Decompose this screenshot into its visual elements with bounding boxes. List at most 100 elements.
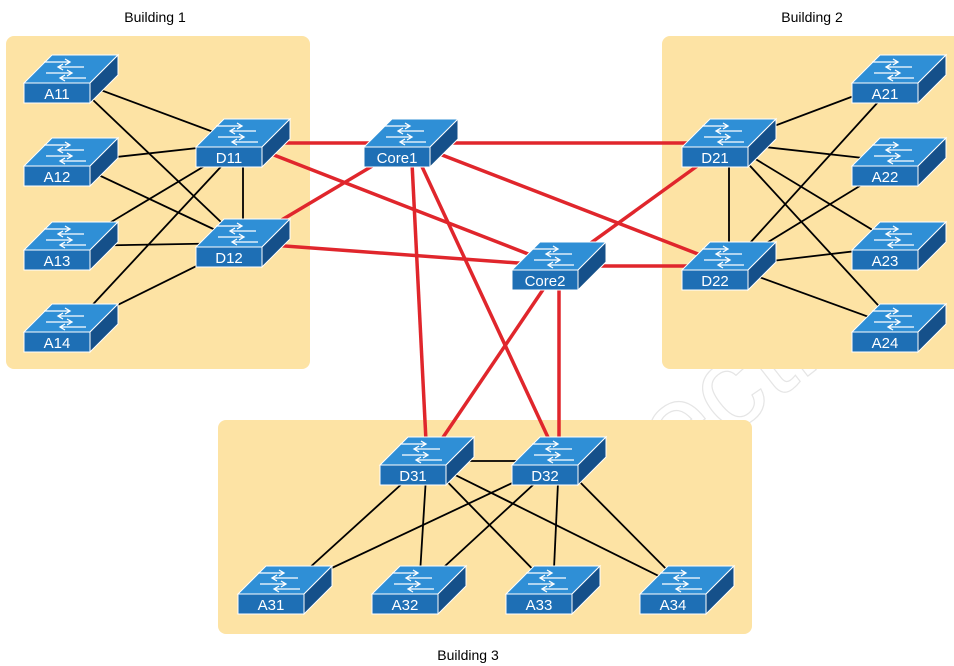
arrow-icon: [884, 146, 912, 154]
switch-a21: A21: [850, 53, 948, 105]
switch-label: A33: [526, 597, 553, 614]
link-d32-core1: [409, 142, 561, 462]
link-a11-d12: [70, 78, 244, 244]
arrow-icon: [874, 318, 902, 326]
arrow-icon: [216, 122, 244, 130]
switch-label: A24: [872, 335, 899, 352]
arrow-icon: [394, 580, 422, 588]
switch-front-face: [237, 593, 305, 615]
arrow-icon: [886, 74, 914, 82]
arrow-icon: [258, 569, 286, 577]
arrow-icon: [412, 445, 440, 453]
arrow-icon: [46, 152, 74, 160]
arrow-icon: [674, 585, 702, 593]
arrow-icon: [538, 574, 566, 582]
switch-front-face: [851, 82, 919, 104]
switch-a11: A11: [22, 53, 120, 105]
switch-front-face: [23, 82, 91, 104]
arrow-icon: [704, 133, 732, 141]
link-d31-core2: [425, 265, 561, 462]
switch-label: D31: [399, 468, 427, 485]
switch-label: A21: [872, 86, 899, 103]
switch-d11: D11: [194, 117, 292, 169]
switch-d12: D12: [194, 217, 292, 269]
switches-layer: A11A12A13A14D11D12Core1Core2D21D22A21A22…: [22, 53, 948, 616]
arrow-icon: [218, 233, 246, 241]
arrow-icon: [884, 312, 912, 320]
arrow-icon: [228, 227, 256, 235]
switch-a12: A12: [22, 136, 120, 188]
arrow-icon: [392, 569, 420, 577]
arrow-icon: [702, 245, 730, 253]
switch-a33: A33: [504, 564, 602, 616]
arrow-icon: [872, 58, 900, 66]
arrow-icon: [672, 574, 700, 582]
switch-d31: D31: [378, 435, 476, 487]
arrow-icon: [404, 574, 432, 582]
switch-core1: Core1: [362, 117, 460, 169]
switch-front-face: [23, 165, 91, 187]
arrow-icon: [230, 238, 258, 246]
arrow-icon: [58, 323, 86, 331]
arrow-icon: [702, 122, 730, 130]
switch-label: D21: [701, 150, 729, 167]
switch-front-face: [639, 593, 707, 615]
arrow-icon: [534, 451, 562, 459]
arrow-icon: [660, 569, 688, 577]
switch-front-face: [23, 249, 91, 271]
arrow-icon: [228, 127, 256, 135]
arrow-icon: [270, 574, 298, 582]
switch-a34: A34: [638, 564, 736, 616]
switch-front-face: [511, 464, 579, 486]
arrow-icon: [874, 152, 902, 160]
arrow-icon: [716, 261, 744, 269]
arrow-icon: [58, 74, 86, 82]
switch-label: D12: [215, 250, 243, 267]
link-d22-core1: [410, 141, 730, 268]
switch-a22: A22: [850, 136, 948, 188]
link-a23-d21: [728, 142, 900, 247]
switch-label: D32: [531, 468, 559, 485]
switch-a32: A32: [370, 564, 468, 616]
arrow-icon: [58, 157, 86, 165]
switch-core2: Core2: [510, 240, 608, 292]
arrow-icon: [528, 580, 556, 588]
switch-label: A22: [872, 169, 899, 186]
arrow-icon: [532, 245, 560, 253]
link-d12-core2: [242, 241, 560, 268]
switch-label: A34: [660, 597, 687, 614]
switch-a23: A23: [850, 220, 948, 272]
arrow-icon: [532, 440, 560, 448]
switch-a31: A31: [236, 564, 334, 616]
switch-label: A32: [392, 597, 419, 614]
arrow-icon: [218, 133, 246, 141]
switch-front-face: [195, 246, 263, 268]
building-2-label: Building 2: [781, 9, 843, 25]
arrow-icon: [46, 318, 74, 326]
arrow-icon: [56, 312, 84, 320]
switch-front-face: [505, 593, 573, 615]
arrow-icon: [44, 307, 72, 315]
switch-d22: D22: [680, 240, 778, 292]
arrow-icon: [886, 157, 914, 165]
arrow-icon: [546, 456, 574, 464]
arrow-icon: [414, 456, 442, 464]
link-a24-d21: [728, 142, 900, 329]
arrow-icon: [544, 445, 572, 453]
arrow-icon: [534, 256, 562, 264]
arrow-icon: [46, 69, 74, 77]
arrow-icon: [44, 141, 72, 149]
arrow-icon: [884, 230, 912, 238]
switch-front-face: [851, 165, 919, 187]
switch-front-face: [511, 269, 579, 291]
switch-front-face: [371, 593, 439, 615]
switch-front-face: [195, 146, 263, 168]
building-1-label: Building 1: [124, 9, 186, 25]
switch-a24: A24: [850, 302, 948, 354]
arrow-icon: [526, 569, 554, 577]
arrow-icon: [402, 451, 430, 459]
arrow-icon: [398, 138, 426, 146]
switch-front-face: [851, 249, 919, 271]
switch-label: A13: [44, 253, 71, 270]
arrow-icon: [544, 250, 572, 258]
